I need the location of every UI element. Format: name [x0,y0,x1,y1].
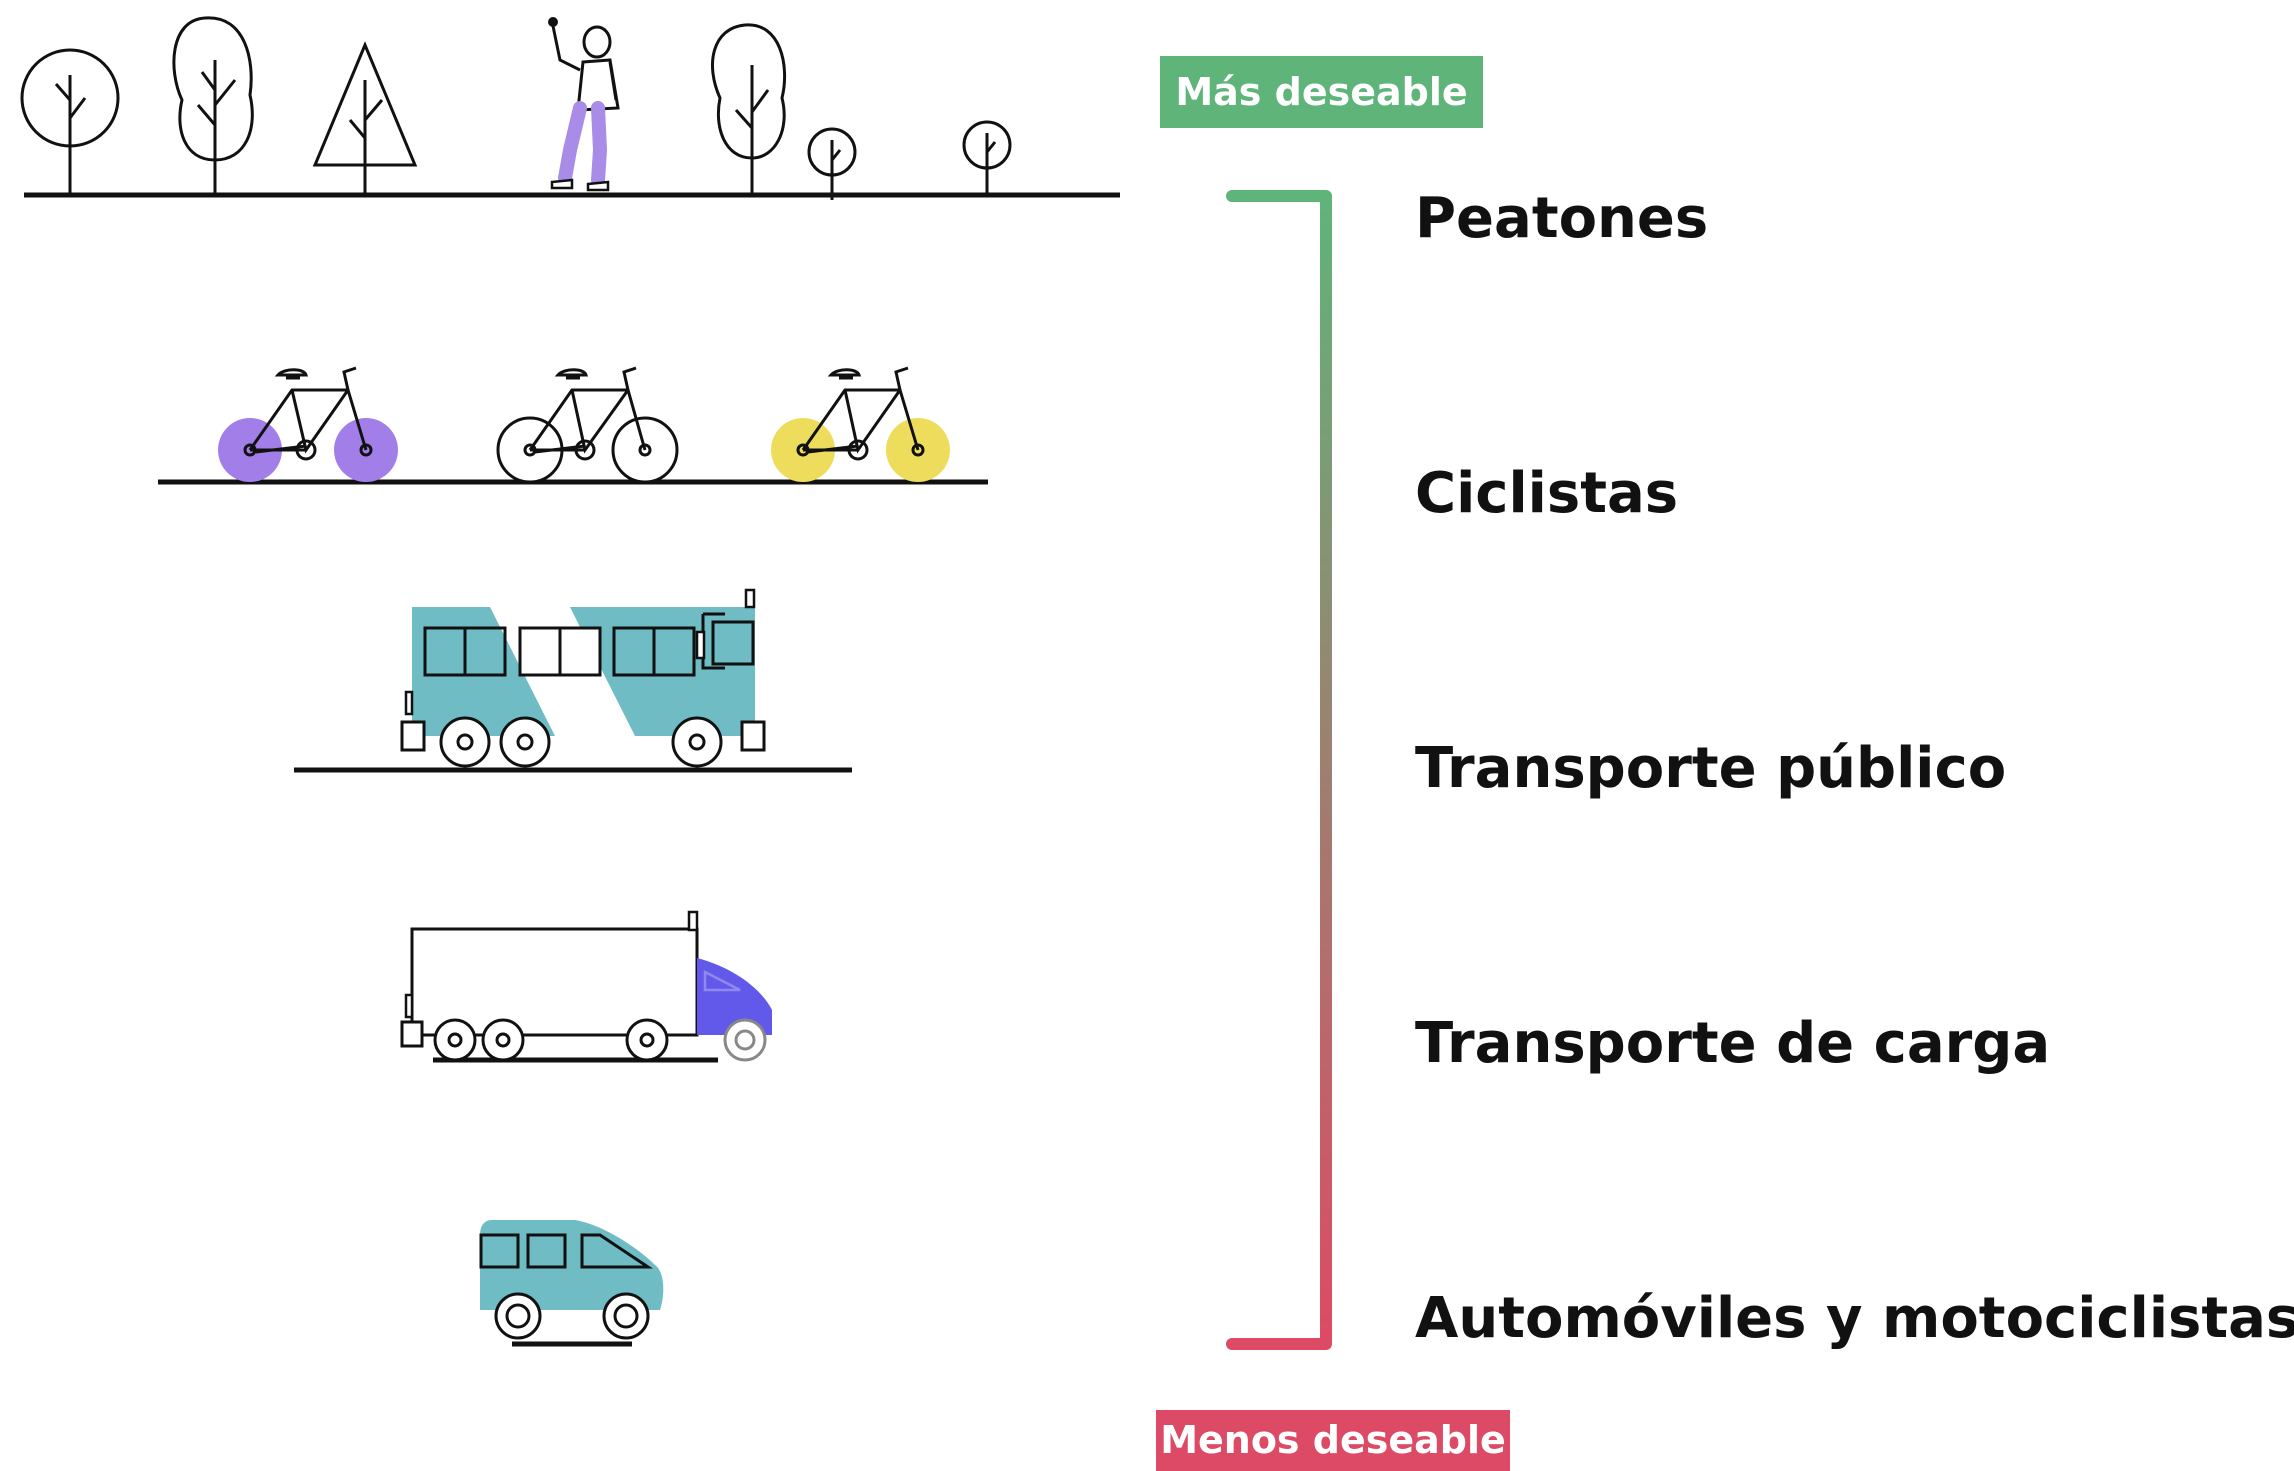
tree-icon [962,120,1012,195]
tree-icon [172,16,254,195]
truck-icon [400,910,772,1063]
cyclist-scene [158,366,988,485]
bicycle-icon [771,366,950,482]
tree-icon [711,23,787,195]
mode-label-automoviles: Automóviles y motociclistas [1415,1286,2294,1351]
desirability-bracket [1226,190,1332,1350]
mode-label-transporte-carga: Transporte de carga [1415,1011,2051,1076]
pedestrian-scene [20,16,1120,200]
bicycle-icon [218,366,398,482]
transport-illustration [20,16,1120,1347]
pedestrian-icon [548,17,620,192]
mode-label-ciclistas: Ciclistas [1415,461,1679,526]
tree-icon [807,127,857,200]
least-desirable-badge: Menos deseable [1156,1410,1510,1471]
tree-icon [312,41,418,195]
car-icon [479,1220,664,1347]
tree-icon [20,48,120,195]
bicycle-icon [496,366,679,484]
mode-label-transporte-publico: Transporte público [1415,736,2007,801]
mode-label-peatones: Peatones [1415,186,1709,251]
most-desirable-badge: Más deseable [1160,56,1483,128]
bus-icon [294,588,852,773]
